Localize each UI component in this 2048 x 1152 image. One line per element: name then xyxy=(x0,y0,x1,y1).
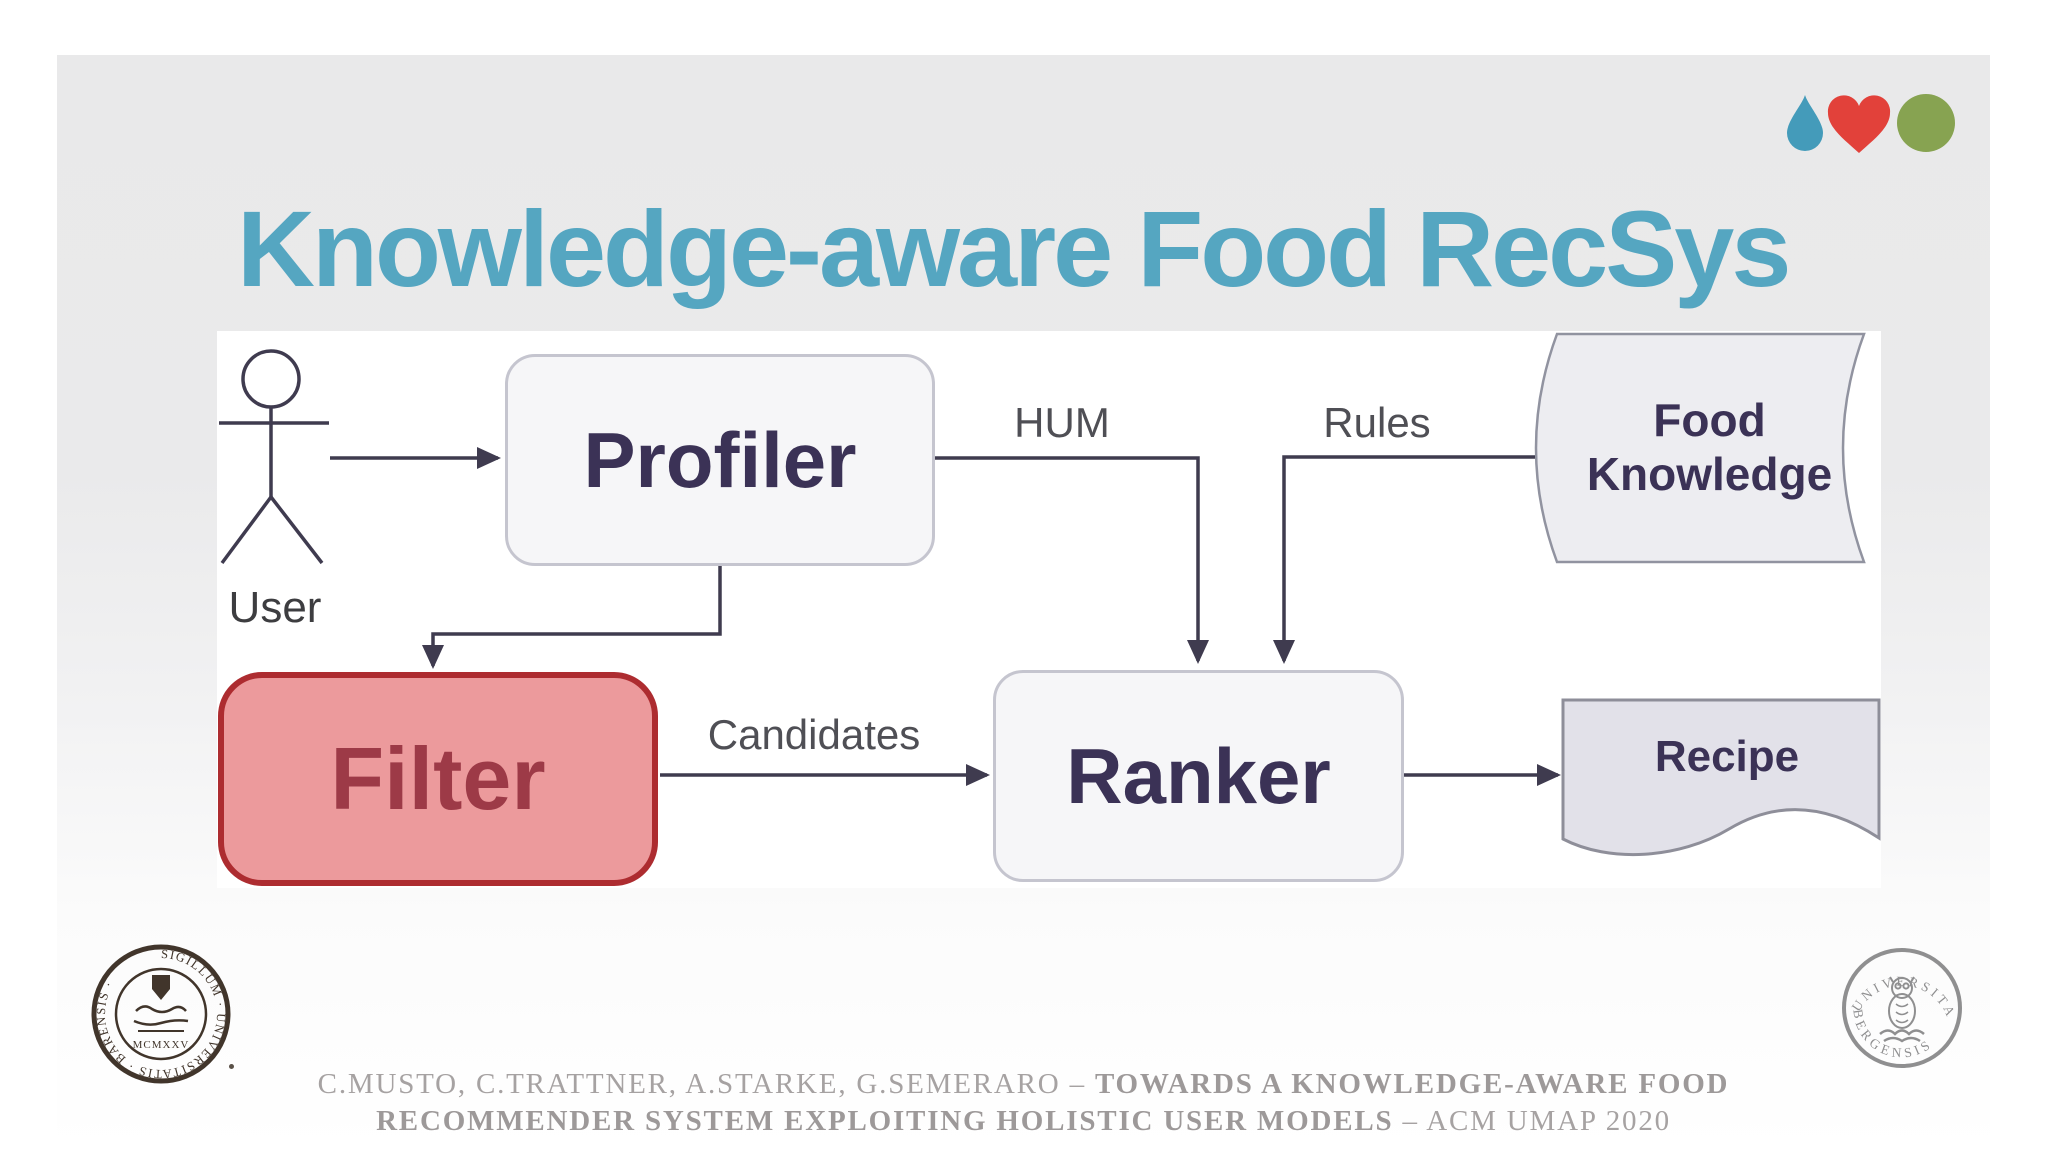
flow-arrows xyxy=(330,447,1561,786)
recipe-shape xyxy=(1561,698,1881,857)
heart-icon xyxy=(1827,95,1891,153)
bari-seal-shield xyxy=(152,975,170,1000)
water-drop-icon xyxy=(1787,95,1823,151)
food-knowledge-shape xyxy=(1534,332,1866,564)
stray-dot xyxy=(229,1064,234,1069)
node-ranker: Ranker xyxy=(993,670,1404,882)
slide-title: Knowledge-aware Food RecSys xyxy=(237,188,1791,309)
citation-line-1: C.MUSTO, C.TRATTNER, A.STARKE, G.SEMERAR… xyxy=(317,1068,1730,1100)
diagram-linework xyxy=(219,332,1881,857)
university-bergen-seal-logo: UNIVERSITAS BERGENSIS xyxy=(1840,946,1962,1068)
user-actor-label: User xyxy=(228,583,322,632)
node-ranker-label: Ranker xyxy=(1066,731,1331,820)
circle-icon xyxy=(1897,94,1955,152)
edge-label-candidates: Candidates xyxy=(707,711,921,758)
citation: C.MUSTO, C.TRATTNER, A.STARKE, G.SEMERAR… xyxy=(57,1066,1990,1140)
node-recipe-label: Recipe xyxy=(1654,732,1800,781)
node-profiler-label: Profiler xyxy=(583,415,857,504)
node-filter-label: Filter xyxy=(330,729,546,828)
node-profiler: Profiler xyxy=(505,354,935,566)
bergen-seal-owl xyxy=(1879,976,1925,1043)
node-filter: Filter xyxy=(218,672,658,886)
node-food-knowledge-label: Food Knowledge xyxy=(1586,394,1833,501)
user-actor-icon xyxy=(219,349,329,565)
university-bari-seal-logo: SIGILLUM · UNIVERSITATIS · BARENSIS · MC… xyxy=(91,944,231,1084)
bari-seal-year: MCMXXV xyxy=(133,1039,190,1051)
citation-line-2: RECOMMENDER SYSTEM EXPLOITING HOLISTIC U… xyxy=(376,1105,1671,1137)
edge-label-rules: Rules xyxy=(1323,399,1431,446)
decor-icons xyxy=(1778,88,1968,154)
diagram-panel: Profiler Filter Ranker Food Knowledge Re… xyxy=(217,331,1881,888)
edge-label-hum: HUM xyxy=(1014,399,1110,446)
